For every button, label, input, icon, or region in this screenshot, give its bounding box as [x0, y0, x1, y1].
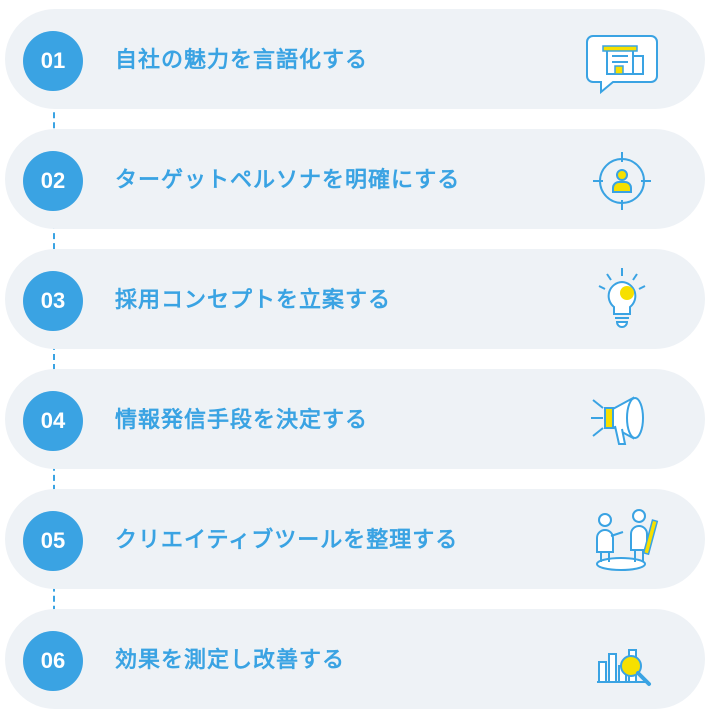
- step-number-badge: 02: [23, 151, 83, 211]
- person-target-crosshair-icon: [585, 146, 659, 216]
- step-number-badge: 06: [23, 631, 83, 691]
- step-card-01: 01 自社の魅力を言語化する: [5, 9, 705, 109]
- step-number-badge: 01: [23, 31, 83, 91]
- step-card-03: 03 採用コンセプトを立案する: [5, 249, 705, 349]
- step-label: ターゲットペルソナを明確にする: [115, 168, 461, 193]
- step-label: 採用コンセプトを立案する: [115, 288, 392, 313]
- people-with-pen-icon: [585, 506, 659, 576]
- step-label: 情報発信手段を決定する: [115, 408, 369, 433]
- step-card-02: 02 ターゲットペルソナを明確にする: [5, 129, 705, 229]
- office-building-speech-bubble-icon: [585, 26, 659, 96]
- step-number-badge: 03: [23, 271, 83, 331]
- dashed-connector-line: [53, 82, 55, 642]
- bar-chart-magnifier-icon: [585, 626, 659, 696]
- step-card-06: 06 効果を測定し改善する: [5, 609, 705, 709]
- lightbulb-idea-icon: [585, 266, 659, 336]
- step-card-05: 05 クリエイティブツールを整理する: [5, 489, 705, 589]
- step-label: クリエイティブツールを整理する: [115, 528, 459, 553]
- step-label: 自社の魅力を言語化する: [115, 48, 369, 73]
- step-number-badge: 04: [23, 391, 83, 451]
- megaphone-icon: [585, 386, 659, 456]
- step-card-04: 04 情報発信手段を決定する: [5, 369, 705, 469]
- step-number-badge: 05: [23, 511, 83, 571]
- step-label: 効果を測定し改善する: [115, 648, 346, 673]
